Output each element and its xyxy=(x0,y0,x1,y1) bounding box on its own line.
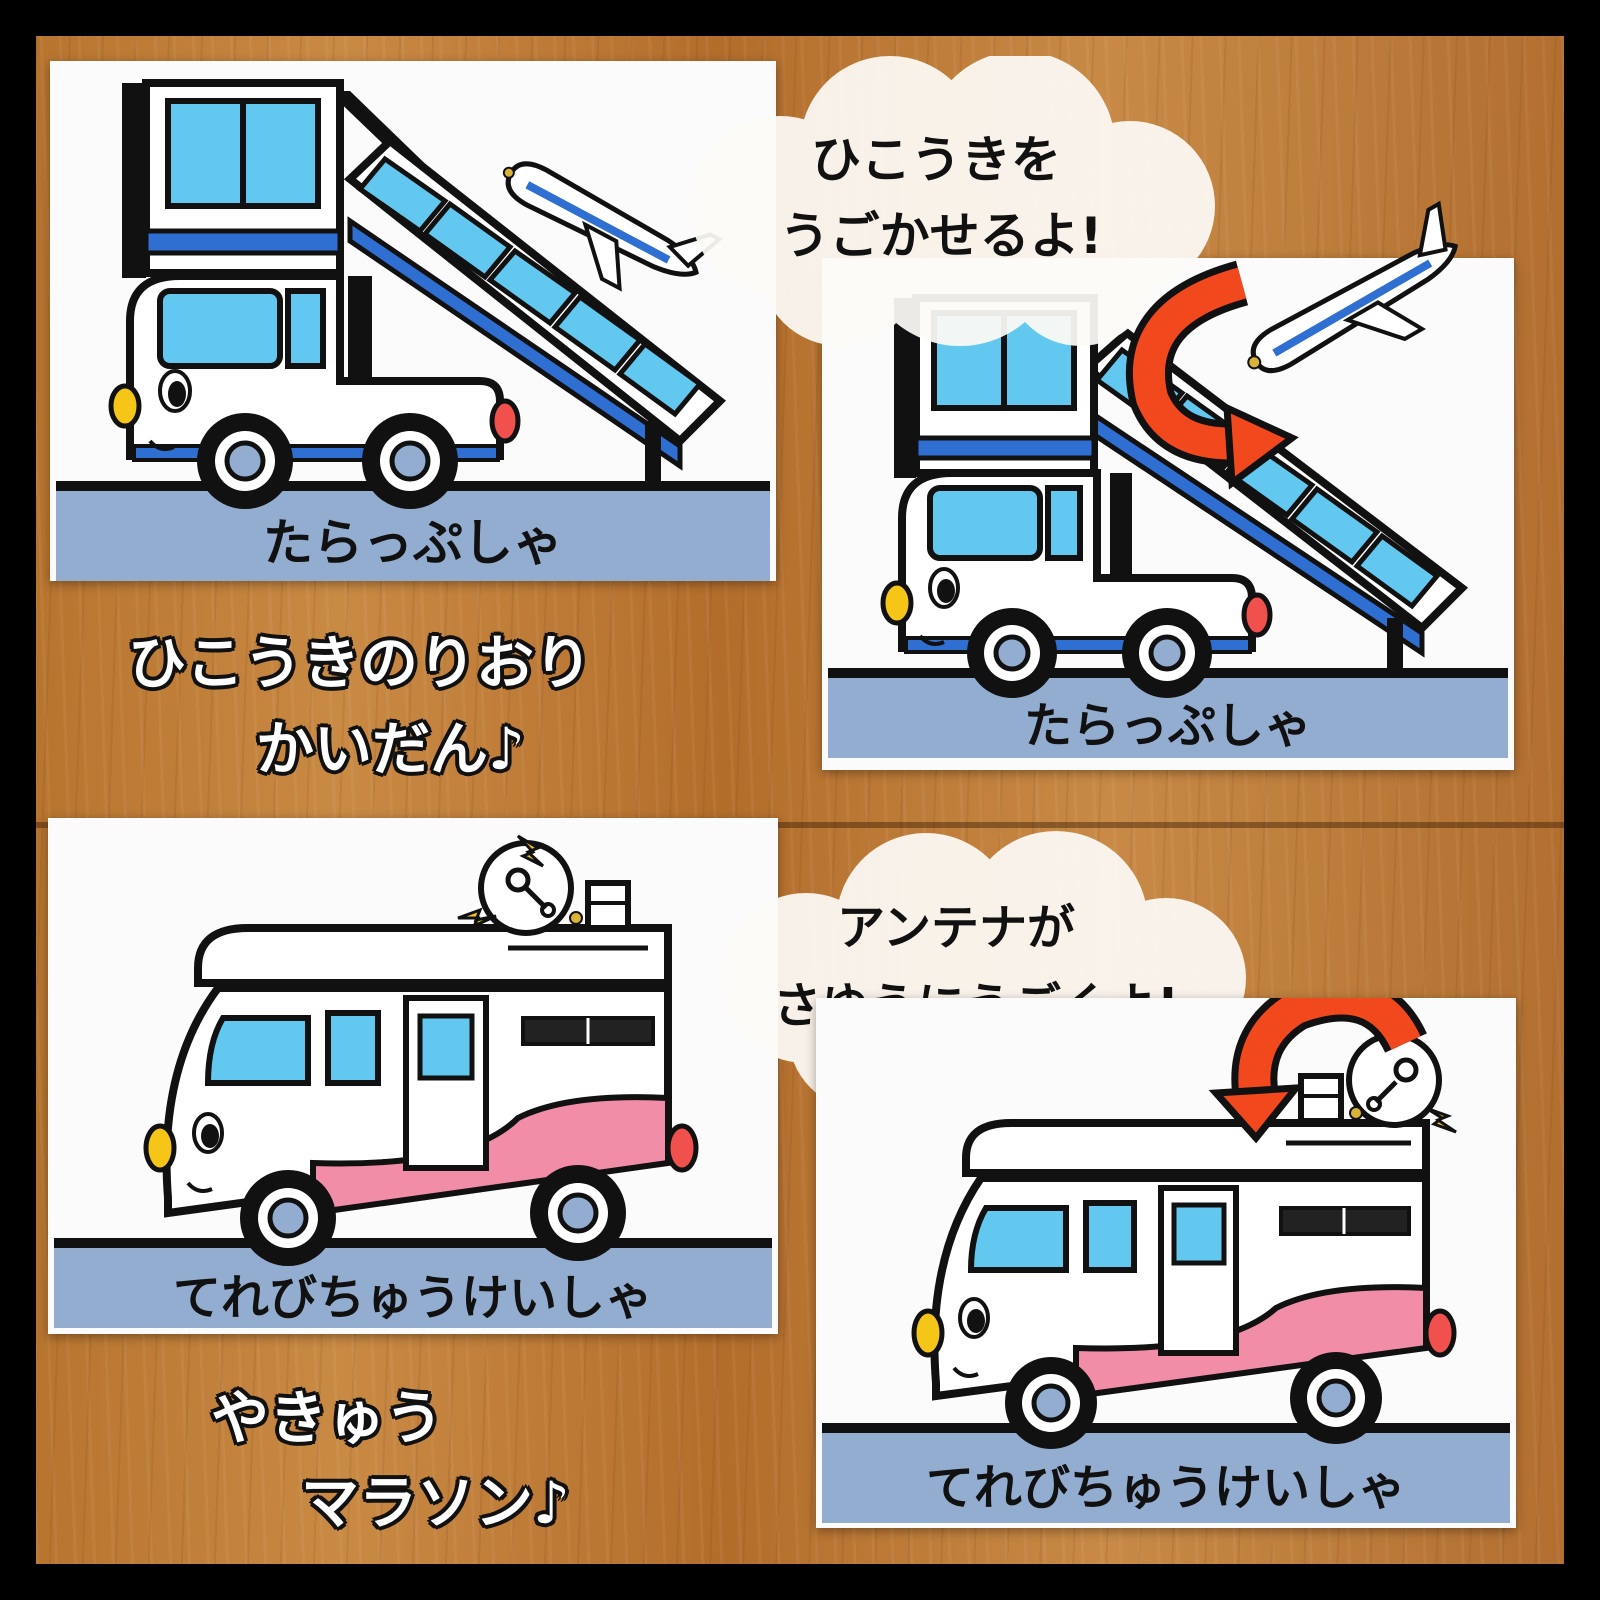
speech-cloud-plane xyxy=(690,56,1215,346)
wheel xyxy=(197,413,293,509)
wheel xyxy=(1290,1352,1382,1444)
card-tv-van-left: てれびちゅうけいしゃ xyxy=(48,818,778,1334)
rotate-arrow-icon xyxy=(1125,260,1299,490)
airplane-icon[interactable] xyxy=(1236,144,1516,384)
card-stair-truck-right: たらっぷしゃ xyxy=(822,258,1514,770)
antenna-dish-icon[interactable] xyxy=(1346,1032,1457,1134)
card-label: たらっぷしゃ xyxy=(263,514,563,572)
caption-line: ひこうきのりおり xyxy=(128,629,593,697)
wheel xyxy=(967,608,1057,698)
stair-truck-illustration xyxy=(56,79,770,581)
tv-van-illustration xyxy=(54,834,772,1328)
card-stair-truck-left: たらっぷしゃ xyxy=(50,61,776,581)
caption-line: やきゅう xyxy=(211,1384,444,1452)
cloud-text-line: アンテナが xyxy=(836,900,1076,956)
rotate-arrow-icon xyxy=(1208,998,1427,1144)
tv-van-illustration xyxy=(822,998,1510,1523)
cloud-text-line: ひこうきを xyxy=(811,131,1061,189)
wheel xyxy=(1122,608,1212,698)
caption-line: マラソン♪ xyxy=(301,1469,571,1537)
wheel xyxy=(362,413,458,509)
card-label: たらっぷしゃ xyxy=(1023,698,1312,754)
wheel xyxy=(1005,1357,1097,1449)
antenna-dish-icon[interactable] xyxy=(457,834,583,936)
wheel xyxy=(530,1165,626,1261)
cloud-text-line: うごかせるよ! xyxy=(779,207,1103,265)
caption-line: かいだん♪ xyxy=(256,715,526,783)
wood-seam xyxy=(36,822,1564,828)
card-label: てれびちゅうけいしゃ xyxy=(172,1270,653,1326)
wood-board: たらっぷしゃ xyxy=(36,36,1564,1564)
stair-truck-illustration xyxy=(828,260,1508,758)
wheel xyxy=(240,1170,336,1266)
card-label: てれびちゅうけいしゃ xyxy=(925,1460,1406,1516)
card-tv-van-right: てれびちゅうけいしゃ xyxy=(816,998,1516,1528)
airplane-icon[interactable] xyxy=(481,135,723,319)
